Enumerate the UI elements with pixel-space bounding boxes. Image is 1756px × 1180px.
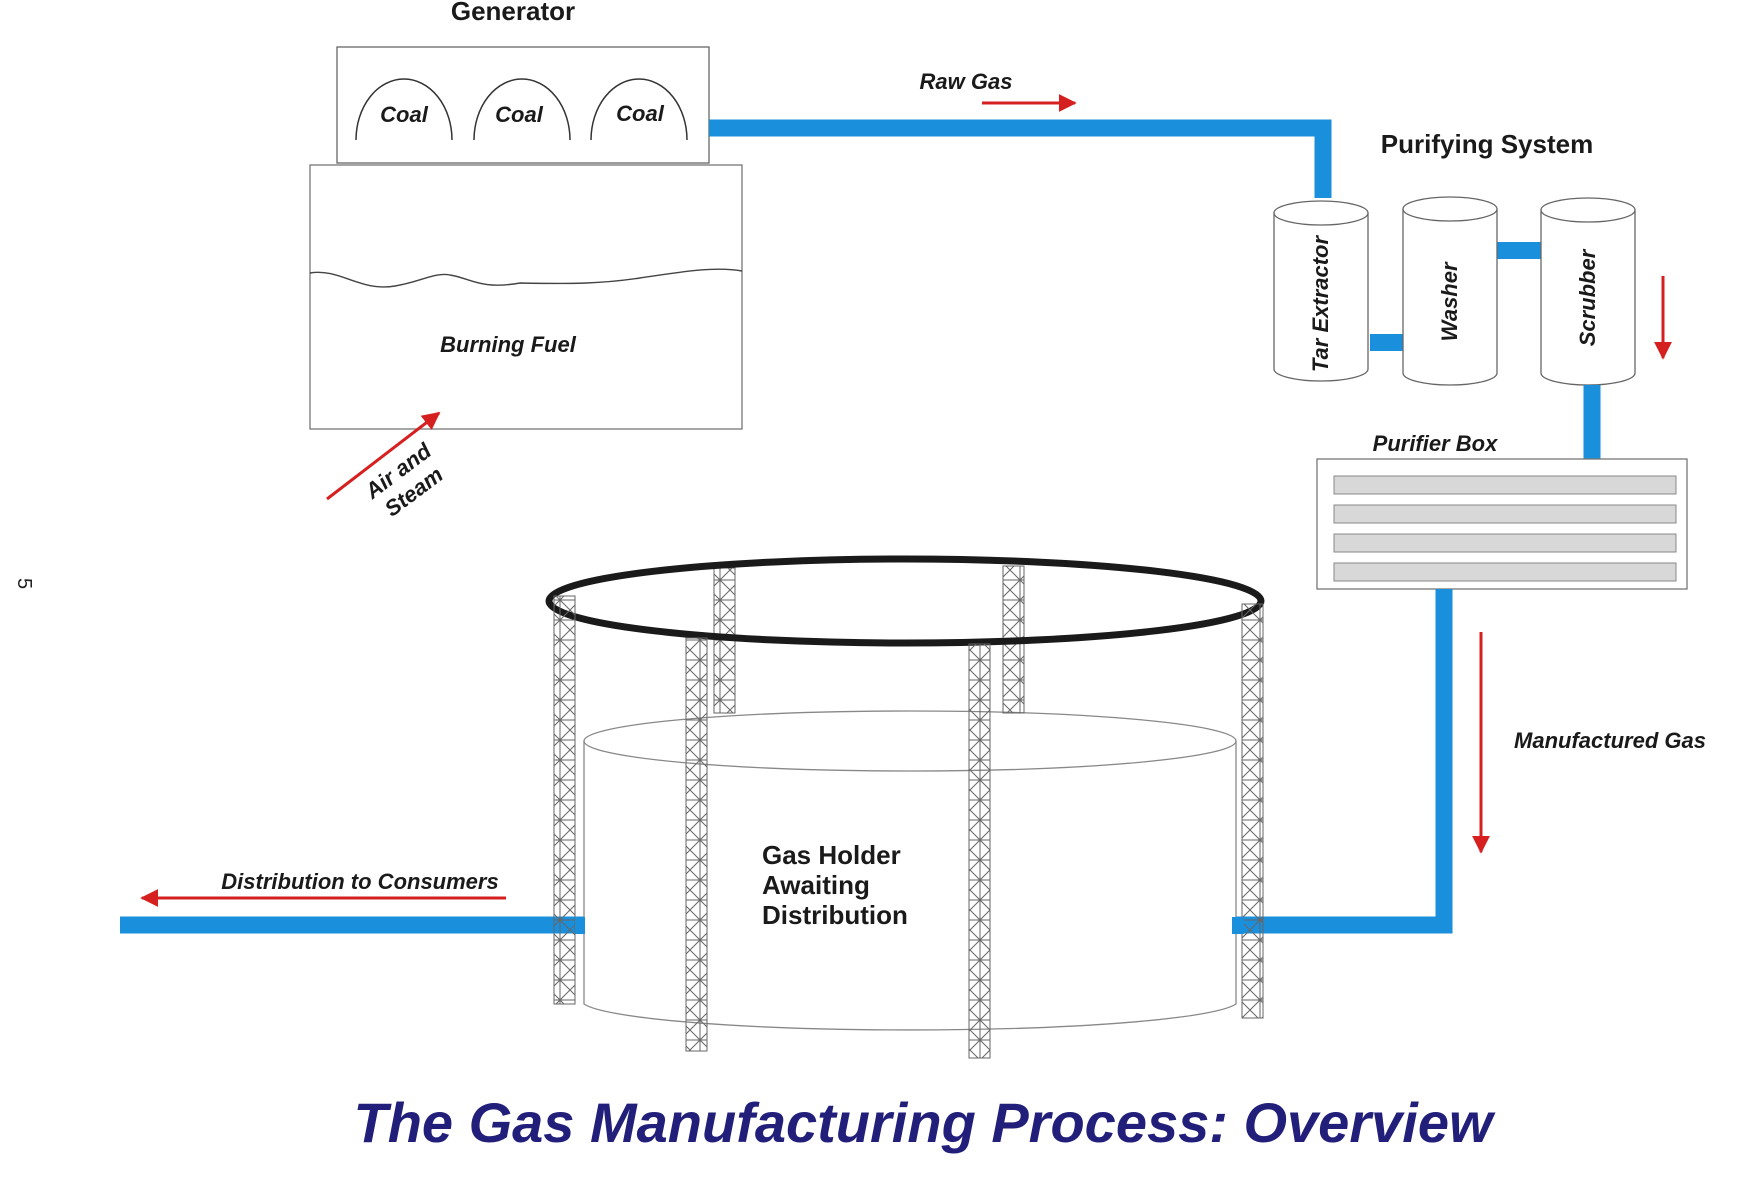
generator-label: Generator xyxy=(451,0,575,26)
holder-ring xyxy=(545,555,1265,647)
tower-front-2 xyxy=(685,637,708,1052)
purifier-tray-1 xyxy=(1333,475,1677,495)
gas-holder-label-line3: Distribution xyxy=(762,900,908,930)
raw-gas-label: Raw Gas xyxy=(920,69,1013,94)
coal-dome-3: Coal xyxy=(590,78,688,141)
tar-extractor-cylinder: Tar Extractor xyxy=(1273,200,1369,382)
tower-front-1 xyxy=(553,595,576,1005)
gas-holder-label-line2: Awaiting xyxy=(762,870,870,900)
generator-chamber xyxy=(309,164,743,430)
gas-holder-tank xyxy=(583,710,1237,1031)
purifier-tray-2 xyxy=(1333,504,1677,524)
coal-label-1: Coal xyxy=(380,102,429,127)
inlet-stub xyxy=(1232,917,1244,934)
gas-holder-label-line1: Gas Holder xyxy=(762,840,901,870)
page-number: 5 xyxy=(13,578,35,589)
scrubber-cylinder: Scrubber xyxy=(1540,197,1636,386)
washer-label: Washer xyxy=(1437,261,1462,342)
burning-fuel-label: Burning Fuel xyxy=(440,332,577,357)
tar-extractor-label: Tar Extractor xyxy=(1308,234,1333,372)
purifier-box xyxy=(1316,458,1688,590)
manufactured-gas-pipe xyxy=(1232,589,1453,934)
coal-dome-1: Coal xyxy=(355,78,453,141)
diagram-title: The Gas Manufacturing Process: Overview xyxy=(353,1091,1495,1154)
coal-label-2: Coal xyxy=(495,102,544,127)
manufactured-gas-label: Manufactured Gas xyxy=(1514,728,1706,753)
purifier-tray-3 xyxy=(1333,533,1677,553)
purifying-system-label: Purifying System xyxy=(1381,129,1593,159)
coal-label-3: Coal xyxy=(616,101,665,126)
coal-dome-2: Coal xyxy=(473,78,571,141)
air-steam-arrow xyxy=(326,411,441,501)
outlet-stub xyxy=(575,917,585,934)
scrubber-label: Scrubber xyxy=(1575,248,1600,346)
distribution-label: Distribution to Consumers xyxy=(221,869,498,894)
fuel-surface-line xyxy=(309,268,743,288)
purifier-box-label: Purifier Box xyxy=(1373,431,1498,456)
purifier-tray-4 xyxy=(1333,562,1677,582)
tower-front-4 xyxy=(1241,603,1264,1019)
raw-gas-pipe xyxy=(709,119,1332,198)
connector-washer-scrubber xyxy=(1497,242,1541,259)
connector-tar-washer xyxy=(1370,334,1406,351)
tower-front-3 xyxy=(968,643,991,1059)
washer-cylinder: Washer xyxy=(1402,196,1498,386)
